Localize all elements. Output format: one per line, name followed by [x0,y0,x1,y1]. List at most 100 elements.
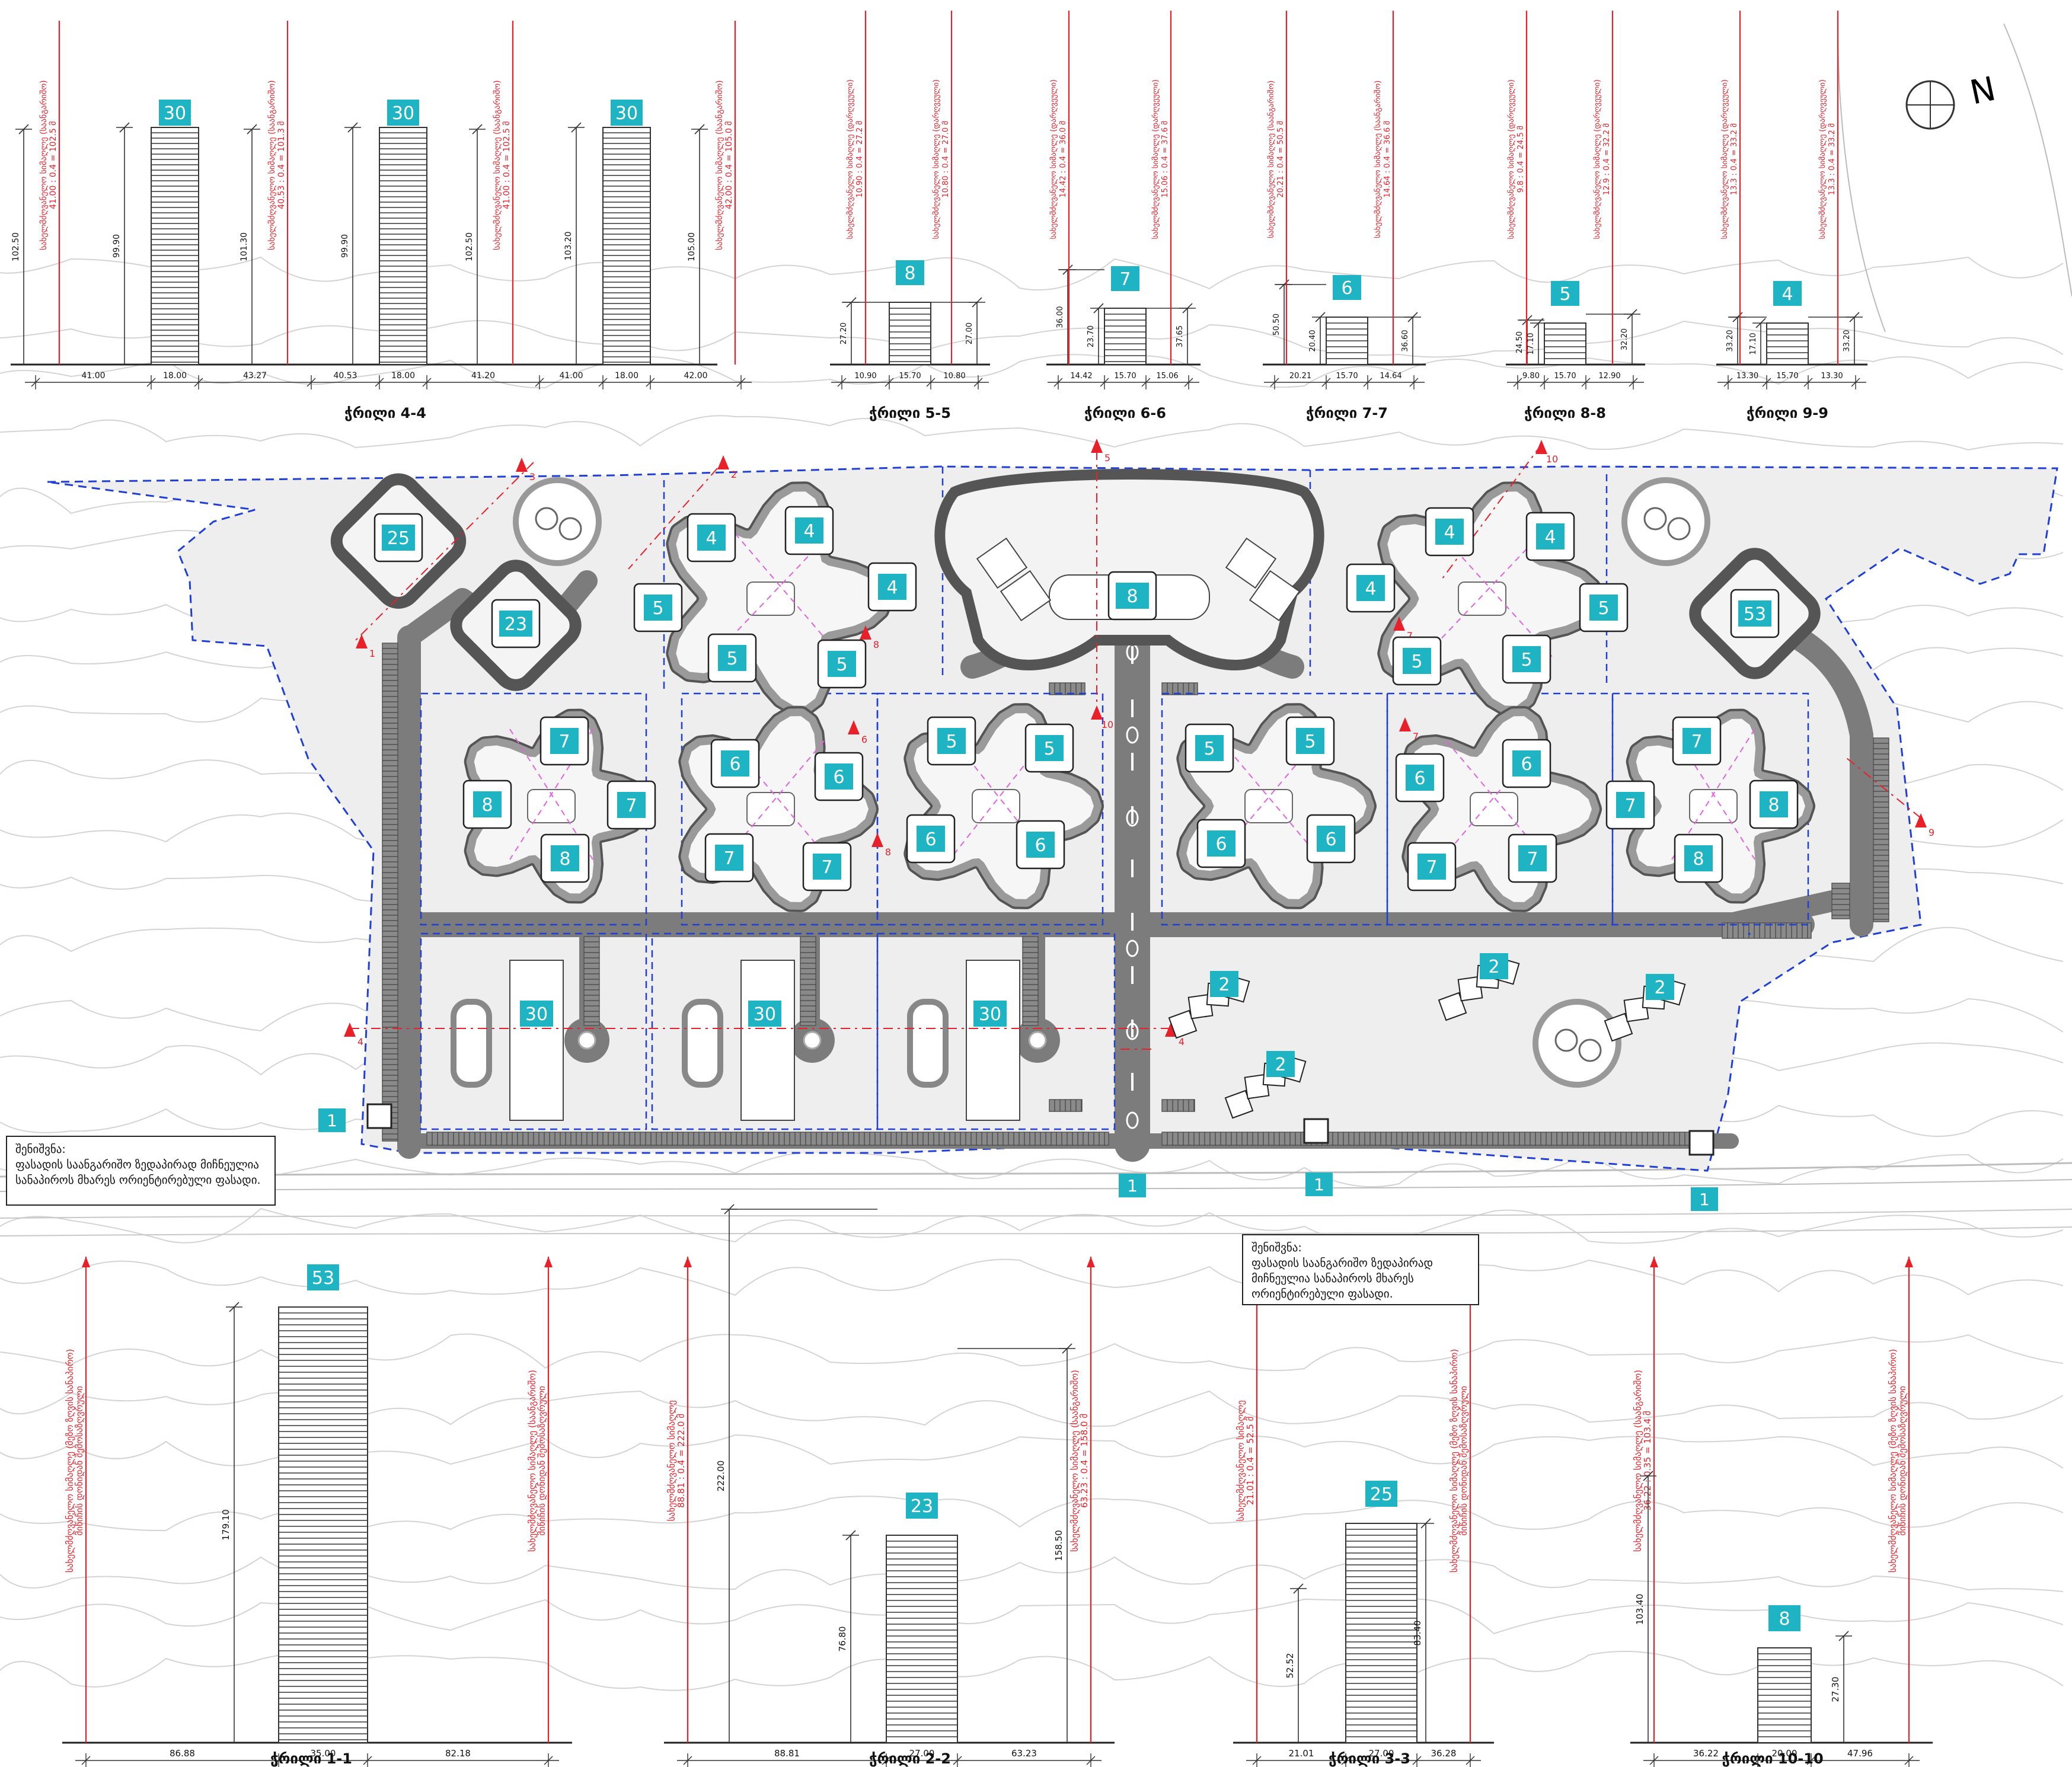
badge-text: 23 [911,1496,933,1517]
dimension-tick [598,378,608,387]
badge-box [697,525,726,551]
badge-text: 8 [1126,586,1138,607]
dimension-value: 36.00 [1056,306,1065,328]
badge-box [795,517,823,544]
dimension-value: 88.81 [774,1748,800,1759]
parking-strip [800,936,816,1026]
plot-outline [1161,692,1388,926]
height-limit-line: სახელმძღვანელო სიმაღლე (საანგარიშო)40.53… [267,21,289,365]
badge-text: 6 [1035,835,1046,856]
garden-pavilion [513,477,602,566]
floor-lines [1346,1529,1417,1737]
building-label-badge: 6 [1026,832,1055,858]
dimension-tick [1184,378,1193,387]
height-limit-line: სახელმძღვანელო სიმაღლე (დარღვეული)12.9 :… [1593,11,1614,365]
badge-box [1116,583,1149,609]
dimension-value: 15.06 [1156,372,1178,381]
building-label-badge: 4 [697,525,726,551]
dimension-value: 10.80 [943,372,965,381]
badge-box [159,100,191,126]
building-label-badge: 4 [795,517,823,544]
dimension-value: 15.70 [1114,372,1136,381]
floor-lines [1326,322,1368,359]
section-cut-marker: 10 [1091,705,1113,730]
dimension-tick [1409,378,1419,387]
note-title: შენიშვნა: [15,1143,66,1156]
pavilion-pod [535,507,558,531]
cut-label: 6 [861,734,867,745]
dimension-value: 82.18 [445,1748,471,1759]
building-elevation [1757,1647,1812,1743]
cluster-pavilion [972,789,1020,823]
building-label-badge: 5 [1589,595,1618,621]
limit-value: 40.53 : 0.4 = 101.3 მ [277,121,286,209]
shore-road-edge [0,1226,2072,1236]
central-building-wing [1000,570,1052,622]
section-title: ჭრილი 2-2 [869,1750,951,1767]
dimension-value: 18.00 [163,371,187,381]
height-dimension: 101.30 [240,124,260,365]
badge-text: 6 [1325,829,1336,850]
building-label-badge: 6 [1207,830,1235,857]
limit-caption: სახელმძღვანელო სიმაღლე (დარღვეული) [1720,79,1729,239]
parking-strip [1161,1099,1195,1112]
contour-line [0,256,2064,291]
badge-box [1296,728,1324,754]
badge-box [617,792,646,818]
road-marker [1126,1023,1139,1040]
floor-lines [1104,314,1146,362]
badge-text: 25 [387,528,410,549]
building-label-badge: 6 [1317,826,1345,852]
building-outline [886,1535,958,1743]
building-label-badge: 8 [1684,845,1713,871]
building-label-badge: 53 [307,1264,339,1290]
building-label-badge: 2 [1266,1051,1295,1077]
building-label-badge: 30 [748,1001,781,1027]
sightline [1422,533,1542,659]
contour-line [0,1151,2064,1188]
building-label-badge: 8 [1760,791,1788,817]
building-label-badge: 7 [550,728,579,754]
section-title: ჭრილი 7-7 [1306,405,1388,421]
building-label-badge: 4 [878,574,906,600]
badge-box [1551,281,1579,306]
floor-lines [889,308,931,362]
badge-box [1406,765,1434,791]
dimension-tick [1629,378,1638,387]
limit-caption: სახელმძღვანელო სიმაღლე (საანგარიშო) [1633,1370,1643,1552]
villa-footprint [1604,1012,1633,1042]
residential-cluster [1401,706,1602,912]
dimension-tick [1086,1756,1096,1765]
badge-box [721,750,749,777]
dimension-value: 17.10 [1749,333,1758,354]
badge-box [715,845,743,871]
section-title: ჭრილი 6-6 [1084,405,1166,421]
badge-text: 2 [1275,1055,1286,1075]
dimension-value: 52.52 [1285,1653,1295,1679]
badge-text: 8 [904,263,915,284]
section-cut-marker: 7 [1399,717,1419,742]
dimension-value: 17.10 [1527,333,1535,354]
dimension-tick [736,378,746,387]
dimension-tick [363,1756,372,1765]
height-dimension: 37.65 [1176,303,1196,365]
cut-label: 3 [529,471,535,483]
parking-strip [1049,1099,1083,1112]
badge-box [1512,646,1541,672]
badge-text: 6 [1341,278,1352,299]
building-label-badge: 23 [906,1493,938,1519]
section-cut [628,468,718,570]
cut-arrow [344,1023,356,1037]
height-limit-line: სახელმძღვანელო სიმაღლე (დარღვეული)9.8 : … [1507,11,1528,365]
limit-caption: სახელმძღვანელო სიმაღლე (დარღვეული) [1049,79,1058,239]
dimension-value: 41.20 [471,371,495,381]
badge-text: 4 [1365,579,1376,599]
height-limit-line: სახელმძღვანელო სიმაღლე (საანგარიშო)36.22… [1633,1257,1658,1743]
badge-box [1518,845,1547,871]
limit-value: მიწიჩის დონიდან შემოსაზღვრული [1458,1386,1469,1536]
height-dimension: 23.70 [1087,303,1107,365]
parking-lines [382,648,398,1140]
